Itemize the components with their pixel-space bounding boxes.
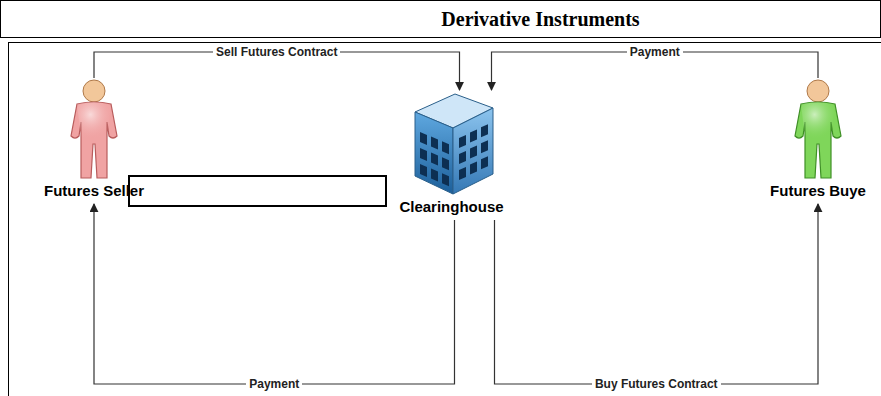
panel-border (8, 42, 881, 396)
edge-label: Sell Futures Contract (213, 45, 340, 59)
edge-label: Payment (627, 45, 683, 59)
connector (94, 204, 455, 384)
buyer-figure: Futures Buye (759, 78, 877, 200)
node-label: Futures Buye (759, 182, 877, 200)
connector (495, 204, 819, 384)
empty-box (128, 175, 387, 207)
clearinghouse-building: Clearinghouse (385, 90, 518, 216)
edge-label: Payment (246, 377, 302, 391)
node-label: Clearinghouse (385, 198, 518, 216)
title-text: Derivative Instruments (1, 1, 880, 37)
person-icon (63, 78, 125, 182)
edge-label: Buy Futures Contract (592, 377, 721, 391)
node-label: Futures Seller (30, 182, 158, 200)
person-icon (787, 78, 849, 182)
seller-figure: Futures Seller (30, 78, 158, 200)
building-icon (407, 90, 497, 198)
title-box: Derivative Instruments (0, 0, 881, 38)
